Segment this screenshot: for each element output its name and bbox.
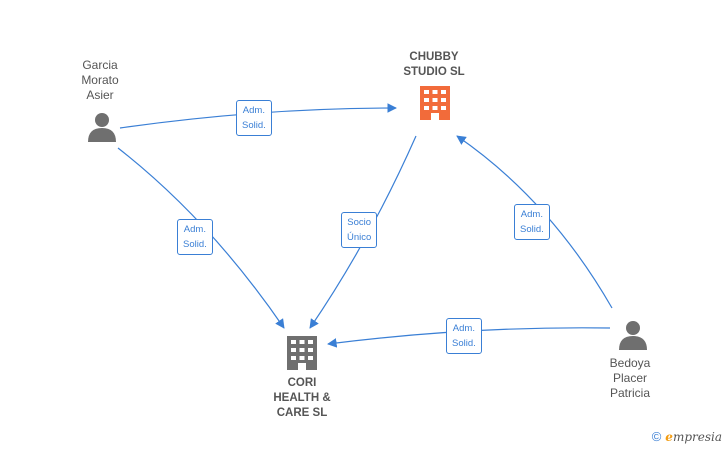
edge-label-chubby-cori: Socio Único — [341, 212, 378, 248]
copyright-symbol: © — [651, 429, 662, 444]
brand-watermark: ©empresia — [652, 429, 722, 444]
edge-label-garcia-chubby: Adm. Solid. — [236, 100, 272, 136]
company-label-cori[interactable]: CORI HEALTH & CARE SL — [273, 377, 331, 419]
person-icon — [88, 113, 116, 142]
edge-label-garcia-cori: Adm. Solid. — [177, 219, 213, 255]
building-icon — [420, 86, 450, 120]
person-label-garcia[interactable]: Garcia Morato Asier — [81, 58, 119, 102]
building-icon — [287, 336, 317, 370]
edge-label-bedoya-cori: Adm. Solid. — [446, 318, 482, 354]
edge-label-bedoya-chubby: Adm. Solid. — [514, 204, 550, 240]
company-label-chubby[interactable]: CHUBBY STUDIO SL — [403, 51, 465, 78]
brand-logo-letter: e — [665, 430, 673, 444]
person-label-bedoya[interactable]: Bedoya Placer Patricia — [609, 356, 651, 400]
brand-logo-text: mpresia — [672, 430, 722, 444]
person-icon — [619, 321, 647, 350]
